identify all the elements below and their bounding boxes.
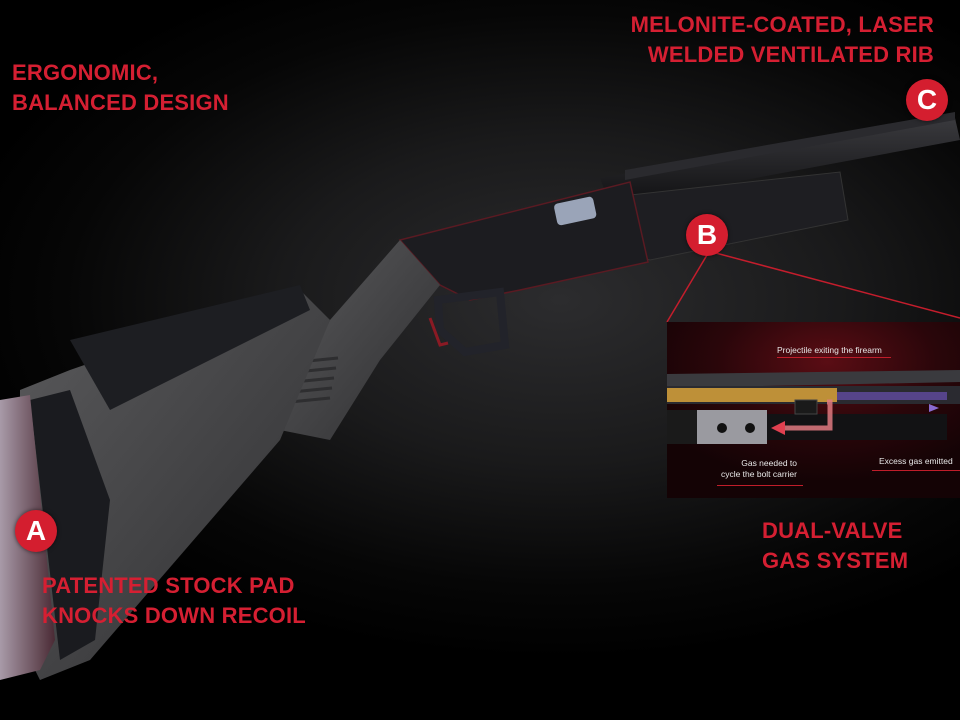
gas-callout-line2: GAS SYSTEM <box>762 548 909 573</box>
projectile-caption: Projectile exiting the firearm <box>777 345 882 355</box>
gas-needed-caption: Gas needed to cycle the bolt carrier <box>717 458 797 480</box>
gas-system-illustration <box>667 370 960 444</box>
design-callout-line2: BALANCED DESIGN <box>12 90 229 115</box>
stock-callout-line2: KNOCKS DOWN RECOIL <box>42 603 306 628</box>
stock-callout: PATENTED STOCK PAD KNOCKS DOWN RECOIL <box>42 571 306 631</box>
rib-callout-line2: WELDED VENTILATED RIB <box>647 42 934 67</box>
gas-callout-line1: DUAL-VALVE <box>762 518 903 543</box>
excess-gas-caption: Excess gas emitted <box>879 456 953 466</box>
rib-callout: MELONITE-COATED, LASER WELDED VENTILATED… <box>631 10 934 70</box>
design-callout-line1: ERGONOMIC, <box>12 60 159 85</box>
barrel <box>600 118 960 205</box>
ventilated-rib <box>625 112 955 180</box>
grip-texture <box>30 390 110 660</box>
gas-needed-line1: Gas needed to <box>741 458 797 468</box>
rib-callout-line1: MELONITE-COATED, LASER <box>630 12 934 37</box>
badge-c: C <box>906 79 948 121</box>
bolt <box>554 196 597 226</box>
gas-callout: DUAL-VALVE GAS SYSTEM <box>762 516 908 576</box>
design-callout: ERGONOMIC, BALANCED DESIGN <box>12 58 229 118</box>
callout-line <box>666 254 708 323</box>
badge-b: B <box>686 214 728 256</box>
gas-system-diagram: Projectile exiting the firearm Gas neede… <box>667 322 960 498</box>
gas-needed-line2: cycle the bolt carrier <box>720 469 797 479</box>
trigger-guard <box>433 287 510 357</box>
cheek-rest <box>70 285 310 410</box>
stock-callout-line1: PATENTED STOCK PAD <box>42 573 295 598</box>
callout-line <box>711 251 960 319</box>
badge-a: A <box>15 510 57 552</box>
